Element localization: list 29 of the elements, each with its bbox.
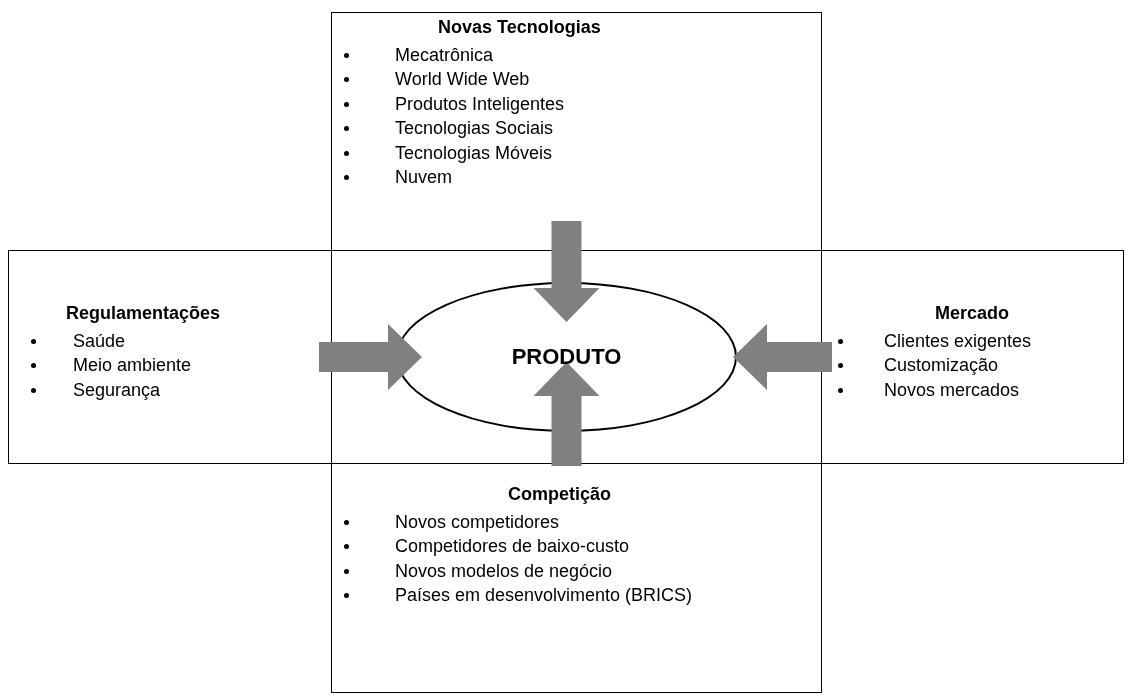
factor-panel <box>8 250 332 464</box>
list-item: Mecatrônica <box>395 44 494 66</box>
thick-arrow <box>533 362 600 466</box>
thick-arrow <box>319 324 422 390</box>
list-item: Tecnologias Móveis <box>395 142 553 164</box>
list-item: Nuvem <box>395 167 452 189</box>
list-item: Customização <box>884 355 999 377</box>
list-item: Novos competidores <box>395 511 560 533</box>
factor-panel <box>331 12 822 251</box>
list-item: Países em desenvolvimento (BRICS) <box>395 585 693 607</box>
list-item: Tecnologias Sociais <box>395 118 554 140</box>
panel-heading: Competição <box>508 484 612 505</box>
thick-arrow <box>533 221 600 322</box>
panel-heading: Novas Tecnologias <box>438 17 601 38</box>
list-item: World Wide Web <box>395 69 530 91</box>
list-item: Novos modelos de negócio <box>395 560 613 582</box>
list-item: Saúde <box>73 330 126 352</box>
list-item: Novos mercados <box>884 379 1020 401</box>
panel-heading: Mercado <box>935 303 1010 324</box>
thick-arrow <box>733 324 832 390</box>
factor-panel <box>331 463 822 693</box>
list-item: Meio ambiente <box>73 355 192 377</box>
list-item: Produtos Inteligentes <box>395 93 565 115</box>
factor-panel <box>821 250 1124 464</box>
list-item: Competidores de baixo-custo <box>395 536 630 558</box>
panel-heading: Regulamentações <box>66 303 221 324</box>
center-label: PRODUTO <box>511 344 622 370</box>
list-item: Clientes exigentes <box>884 330 1032 352</box>
list-item: Segurança <box>73 379 161 401</box>
